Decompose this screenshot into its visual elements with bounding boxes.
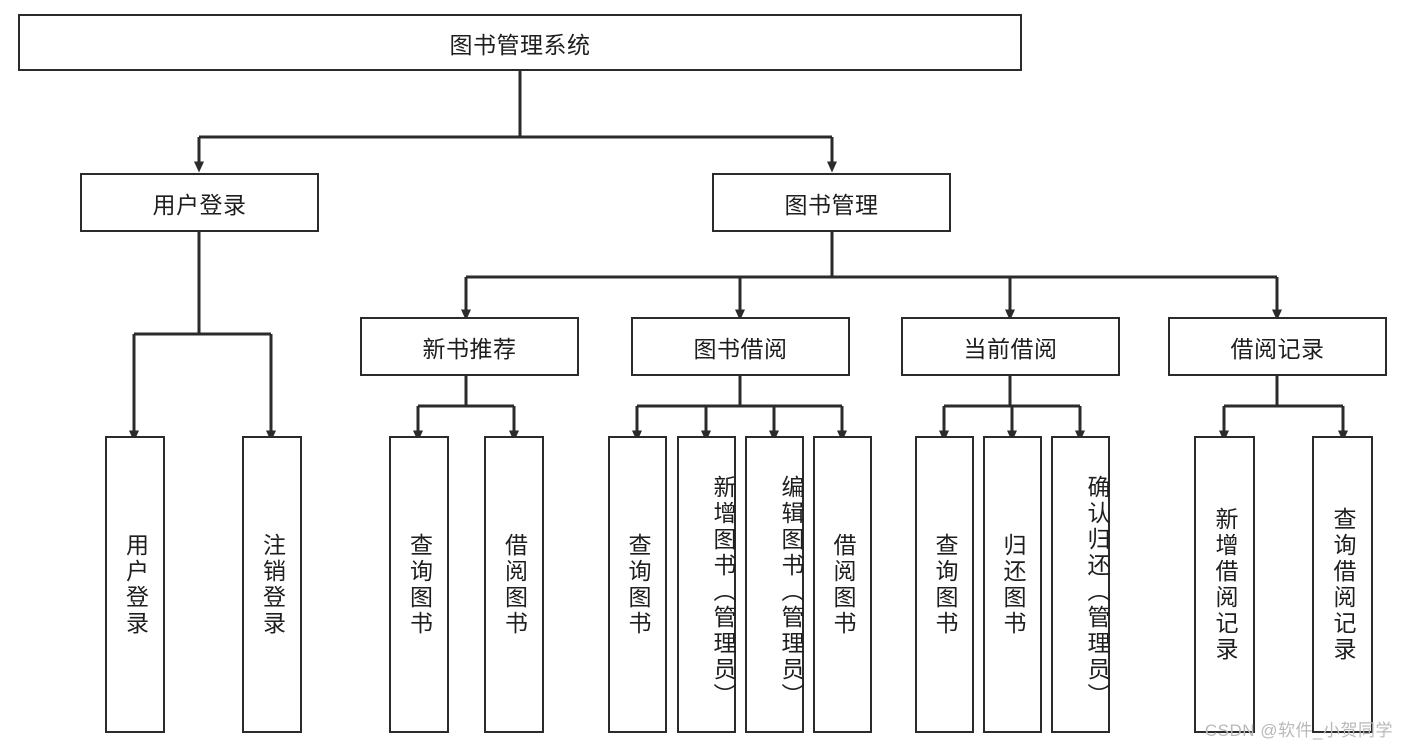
node-label: 当前借阅 [963, 335, 1058, 362]
leaf-borrow-edit-book-admin[interactable]: 编辑图书（管理员） [745, 436, 804, 733]
node-label: 查询图书 [625, 532, 651, 637]
leaf-borrow-borrow-book[interactable]: 借阅图书 [813, 436, 872, 733]
node-label: 归还图书 [1000, 532, 1026, 637]
node-book-management[interactable]: 图书管理 [712, 173, 951, 232]
leaf-record-query-record[interactable]: 查询借阅记录 [1312, 436, 1373, 733]
node-label: 用户登录 [122, 532, 149, 637]
node-label: 图书管理系统 [449, 31, 591, 58]
node-current-borrow[interactable]: 当前借阅 [901, 317, 1120, 376]
node-new-book-recommend[interactable]: 新书推荐 [360, 317, 579, 376]
node-label: 注销登录 [259, 532, 286, 637]
node-label: 图书管理 [784, 191, 879, 218]
node-label: 确认归还（管理员） [1084, 474, 1110, 709]
leaf-borrow-query-book[interactable]: 查询图书 [608, 436, 667, 733]
leaf-current-confirm-return-admin[interactable]: 确认归还（管理员） [1051, 436, 1110, 733]
node-label: 用户登录 [152, 191, 247, 218]
node-label: 查询借阅记录 [1330, 506, 1356, 663]
node-label: 借阅记录 [1230, 335, 1325, 362]
leaf-new-book-borrow[interactable]: 借阅图书 [484, 436, 544, 733]
node-label: 新增借阅记录 [1212, 506, 1238, 663]
node-label: 编辑图书（管理员） [778, 474, 804, 709]
node-root-book-management-system[interactable]: 图书管理系统 [18, 14, 1022, 71]
node-label: 新增图书（管理员） [710, 474, 736, 709]
node-user-login[interactable]: 用户登录 [80, 173, 319, 232]
leaf-user-login-login[interactable]: 用户登录 [105, 436, 165, 733]
node-label: 借阅图书 [501, 532, 528, 637]
node-label: 图书借阅 [693, 335, 788, 362]
node-book-borrow[interactable]: 图书借阅 [631, 317, 850, 376]
node-label: 查询图书 [932, 532, 958, 637]
watermark: CSDN @软件_小贺同学 [1204, 721, 1393, 740]
leaf-current-return-book[interactable]: 归还图书 [983, 436, 1042, 733]
leaf-user-login-logout[interactable]: 注销登录 [242, 436, 302, 733]
leaf-new-book-query[interactable]: 查询图书 [389, 436, 449, 733]
node-borrow-record[interactable]: 借阅记录 [1168, 317, 1387, 376]
leaf-current-query-book[interactable]: 查询图书 [915, 436, 974, 733]
node-label: 借阅图书 [830, 532, 856, 637]
leaf-record-add-record[interactable]: 新增借阅记录 [1194, 436, 1255, 733]
node-label: 新书推荐 [422, 335, 517, 362]
node-label: 查询图书 [406, 532, 433, 637]
leaf-borrow-add-book-admin[interactable]: 新增图书（管理员） [677, 436, 736, 733]
